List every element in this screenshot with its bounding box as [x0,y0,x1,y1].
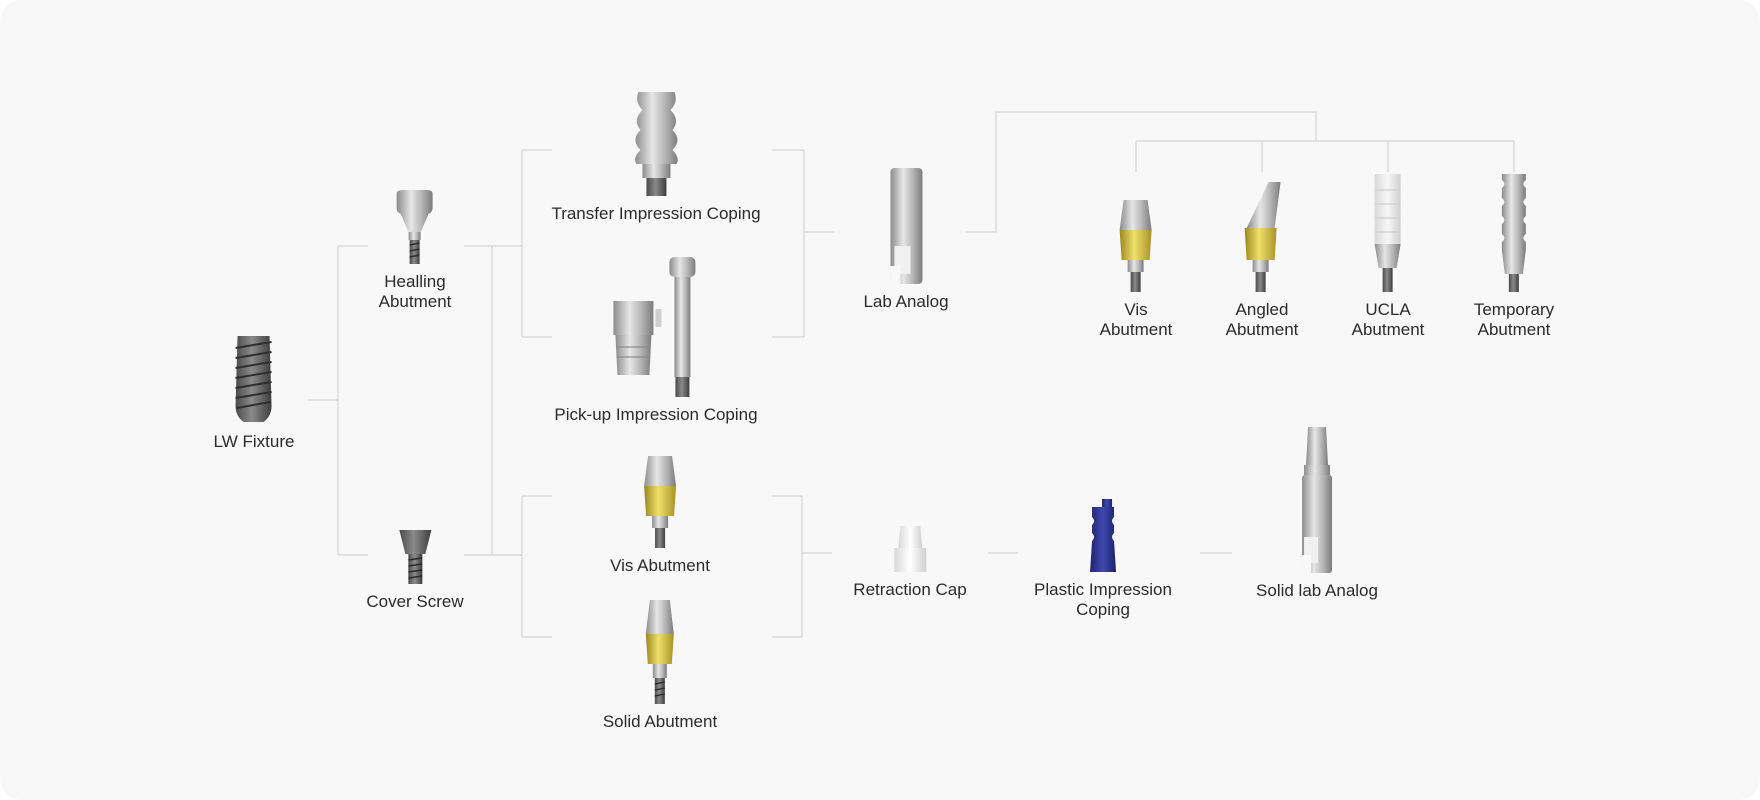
lab-analog-icon [890,168,922,284]
node-temporary-abutment[interactable]: Temporary Abutment [1474,174,1554,340]
node-label: Solid lab Analog [1256,581,1378,600]
transfer-coping-icon [634,92,678,196]
node-solid-abutment[interactable]: Solid Abutment [603,600,717,732]
vis-abutment-icon [1119,200,1152,292]
solid-abutment-icon [645,600,674,704]
node-label: UCLA Abutment [1351,300,1425,339]
connector-upper-right [772,149,834,338]
temporary-abutment-icon [1502,174,1526,292]
pickup-coping-icon [613,257,695,397]
node-label: Retraction Cap [853,580,967,599]
node-label: Transfer Impression Coping [551,204,761,223]
cover-screw-icon [399,530,431,584]
healing-abutment-icon [396,190,433,264]
node-label: Vis Abutment [1099,300,1173,339]
node-healing-abutment[interactable]: Healling Abutment [378,190,452,312]
node-label: LW Fixture [213,432,295,451]
connector-lab-analog [966,111,1317,233]
plastic-coping-icon [1090,499,1116,572]
node-solid-lab-analog[interactable]: Solid lab Analog [1256,427,1378,601]
node-label: Pick-up Impression Coping [554,405,758,424]
connector-upper-bracket [521,149,552,338]
node-pickup-coping[interactable]: Pick-up Impression Coping [554,257,758,425]
node-label: Cover Screw [366,592,464,611]
node-label: Plastic Impression Coping [1034,580,1172,619]
node-angled-abutment[interactable]: Angled Abutment [1225,182,1299,340]
node-lw-fixture[interactable]: LW Fixture [213,336,295,452]
node-label: Temporary Abutment [1473,300,1555,339]
node-vis-abutment-2[interactable]: Vis Abutment [1099,200,1173,340]
node-label: Lab Analog [863,292,949,311]
ucla-abutment-icon [1374,174,1401,292]
node-label: Angled Abutment [1225,300,1299,339]
node-plastic-coping[interactable]: Plastic Impression Coping [1034,499,1172,620]
connector-fixture [308,245,368,556]
node-vis-abutment[interactable]: Vis Abutment [610,456,710,576]
solid-lab-analog-icon [1302,427,1332,573]
node-label: Solid Abutment [602,712,718,731]
node-lab-analog[interactable]: Lab Analog [863,168,949,312]
connector-abutment-group [1135,140,1515,172]
node-label: Healling Abutment [378,272,452,311]
vis-abutment-icon [643,456,676,548]
node-ucla-abutment[interactable]: UCLA Abutment [1351,174,1425,340]
angled-abutment-icon [1244,182,1281,292]
node-retraction-cap[interactable]: Retraction Cap [853,526,967,600]
connector-merge [464,245,522,556]
node-transfer-coping[interactable]: Transfer Impression Coping [551,92,761,224]
connector-lower-right [772,495,832,638]
implant-fixture-icon [235,336,273,422]
node-label: Vis Abutment [610,556,710,575]
retraction-cap-icon [893,526,926,572]
node-cover-screw[interactable]: Cover Screw [366,528,464,612]
connector-lower-bracket [521,495,552,638]
